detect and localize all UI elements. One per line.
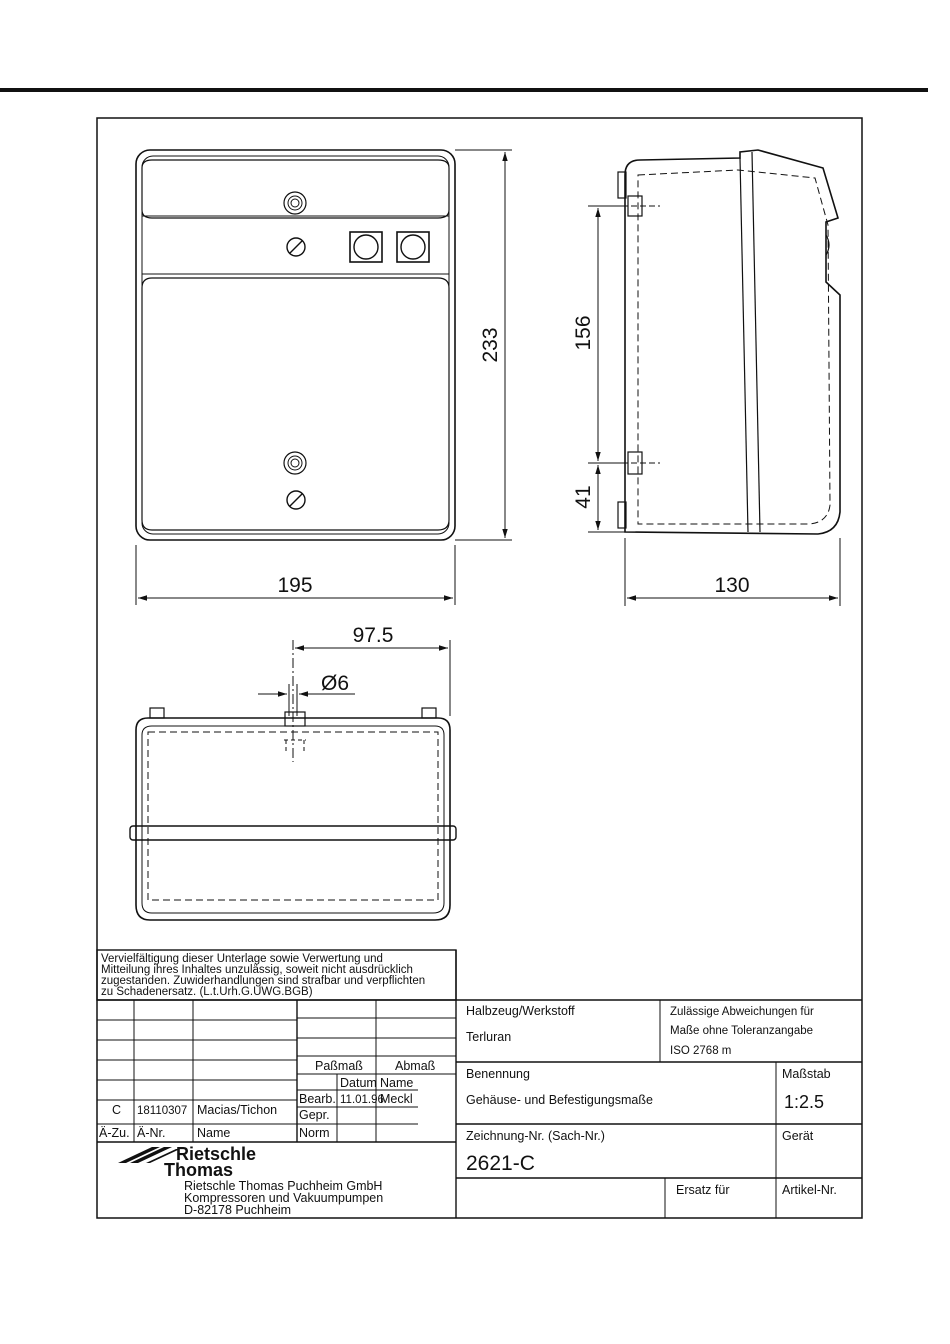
company-address-line2: Kompressoren und Vakuumpumpen	[184, 1191, 383, 1205]
front-slot-screw-bottom-icon	[286, 490, 306, 510]
allowed-deviation-line1: Zulässige Abweichungen für	[670, 1006, 814, 1018]
company-logo-line2: Thomas	[164, 1160, 233, 1180]
side-hidden	[637, 169, 831, 525]
front-screw-top-icon	[283, 191, 307, 215]
scale-value: 1:2.5	[784, 1092, 824, 1112]
approval-drawn-label: Bearb.	[299, 1092, 336, 1106]
tolerance-fit-label: Paßmaß	[315, 1059, 363, 1073]
front-screw-bottom-icon	[283, 451, 307, 475]
dim-side-hole-spacing: 156	[572, 315, 595, 350]
tolerance-deviation-label: Abmaß	[395, 1059, 436, 1073]
dim-front-height: 233	[479, 327, 502, 362]
approval-drawn-date: 11.01.96	[340, 1094, 384, 1106]
allowed-deviation-line3: ISO 2768 m	[670, 1045, 731, 1057]
notice-line-3: zugestanden. Zuwiderhandlungen sind stra…	[101, 975, 425, 987]
dim-bottom-hole-diameter: Ø6	[321, 672, 349, 695]
scale-label: Maßstab	[782, 1067, 831, 1081]
drawing-number-label: Zeichnung-Nr. (Sach-Nr.)	[466, 1129, 605, 1143]
front-button-2	[396, 231, 430, 263]
bottom-dimensions	[258, 640, 451, 762]
dim-front-width: 195	[277, 574, 312, 597]
dim-side-bottom-offset: 41	[572, 485, 595, 508]
company-logo-line1: Rietschle	[176, 1144, 256, 1164]
approval-name-label: Name	[380, 1076, 413, 1090]
front-outer	[135, 149, 456, 541]
dim-side-depth: 130	[714, 574, 749, 597]
notice-line-1: Vervielfältigung dieser Unterlage sowie …	[101, 953, 383, 965]
front-slot-screw-icon	[286, 237, 306, 257]
designation-label: Benennung	[466, 1067, 530, 1081]
approval-date-label: Datum	[340, 1076, 377, 1090]
title-block	[96, 949, 862, 1218]
side-view	[617, 149, 841, 535]
material-value: Terluran	[466, 1030, 511, 1044]
bottom-body	[135, 717, 451, 921]
bottom-hidden	[147, 731, 439, 901]
notice-line-4: zu Schadenersatz. (L.t.Urh.G.UWG.BGB)	[101, 986, 313, 998]
front-dimensions	[135, 149, 512, 605]
revision-code: C	[112, 1103, 121, 1117]
front-top-panel	[141, 159, 450, 219]
company-logo-icon	[118, 1147, 180, 1163]
front-button-1	[349, 231, 383, 263]
company-address-line1: Rietschle Thomas Puchheim GmbH	[184, 1179, 382, 1193]
revision-col3-label: Name	[197, 1126, 230, 1140]
drawing-frame	[96, 117, 863, 1219]
side-body	[624, 149, 841, 535]
dim-bottom-half-width: 97.5	[353, 624, 394, 647]
approval-norm-label: Norm	[299, 1126, 330, 1140]
company-address-line3: D-82178 Puchheim	[184, 1203, 291, 1217]
allowed-deviation-line2: Maße ohne Toleranzangabe	[670, 1025, 813, 1037]
notice-line-2: Mitteilung ihres Inhaltes unzulässig, so…	[101, 964, 413, 976]
front-cover	[141, 277, 450, 531]
device-label: Gerät	[782, 1129, 814, 1143]
drawing-number-value: 2621-C	[466, 1152, 535, 1175]
front-inner	[141, 155, 450, 535]
bottom-view	[129, 707, 457, 921]
revision-col1-label: Ä-Zu.	[99, 1126, 130, 1140]
approval-checked-label: Gepr.	[299, 1108, 330, 1122]
revision-col2-label: Ä-Nr.	[137, 1126, 165, 1140]
designation-value: Gehäuse- und Befestigungsmaße	[466, 1093, 653, 1107]
material-label: Halbzeug/Werkstoff	[466, 1004, 575, 1018]
article-label: Artikel-Nr.	[782, 1183, 837, 1197]
revision-number: 18110307	[137, 1105, 187, 1117]
revision-name: Macias/Tichon	[197, 1103, 277, 1117]
header-rule	[0, 88, 928, 92]
replacement-label: Ersatz für	[676, 1183, 730, 1197]
side-dimensions	[588, 205, 841, 606]
approval-drawn-name: Meckl	[380, 1092, 413, 1106]
front-view	[135, 149, 456, 541]
